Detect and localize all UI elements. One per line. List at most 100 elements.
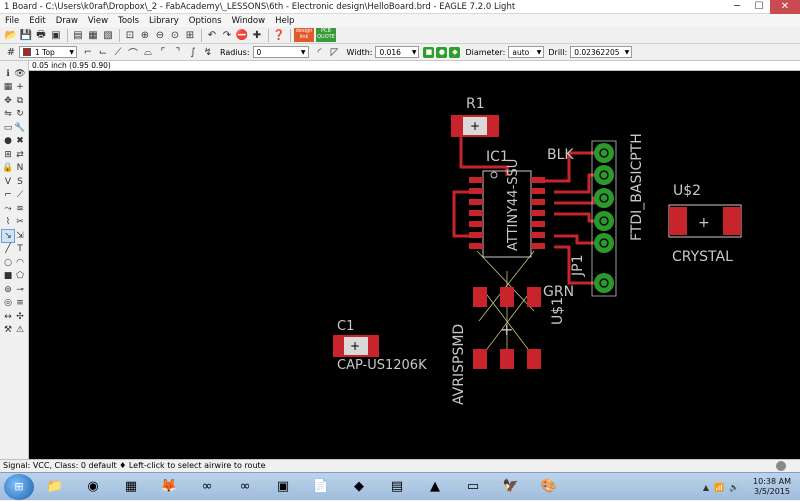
network-icon[interactable]: 📶 — [714, 482, 725, 492]
print-icon[interactable]: 🖶 — [36, 28, 46, 40]
meander-tool-icon[interactable]: ≋ — [16, 203, 24, 214]
miter-round-icon[interactable]: ◜ — [317, 46, 322, 58]
route-tool-icon[interactable]: ⌇ — [5, 217, 11, 228]
ripup-tool-icon[interactable]: ✂ — [16, 217, 24, 228]
drc-tool-icon[interactable]: ⚒ — [3, 325, 13, 336]
redo-icon[interactable]: ↷ — [222, 29, 232, 41]
bend-style-5-icon[interactable]: ⌜ — [160, 46, 166, 58]
mark-tool-icon[interactable]: + — [16, 82, 24, 93]
miter-tool-icon[interactable]: ⌐ — [4, 190, 12, 201]
volume-icon[interactable]: 🔊 — [729, 482, 739, 492]
menu-view[interactable]: View — [87, 15, 109, 26]
name-tool-icon[interactable]: N — [16, 163, 24, 174]
dimension-tool-icon[interactable]: ↔ — [4, 311, 12, 322]
avrisp-header[interactable] — [473, 287, 541, 369]
menu-file[interactable]: File — [5, 15, 20, 26]
stop-icon[interactable]: ⛔ — [235, 29, 249, 41]
bend-style-2-icon[interactable]: ⟋ — [114, 46, 122, 58]
bend-style-0-icon[interactable]: ⌐ — [83, 46, 93, 58]
display-tool-icon[interactable]: ▦ — [3, 82, 13, 93]
split-tool-icon[interactable]: ⟋ — [16, 190, 24, 201]
c1-component[interactable]: + — [333, 335, 379, 357]
copy-tool-icon[interactable]: ⧉ — [16, 95, 24, 106]
via-tool-icon[interactable]: ⊚ — [4, 284, 12, 295]
app-grid-icon[interactable]: ▦ — [124, 479, 138, 494]
route-airwire-tool-icon[interactable]: ↘ — [1, 228, 15, 243]
firefox-icon[interactable]: 🦊 — [160, 479, 178, 494]
help-icon[interactable]: ❓ — [272, 29, 286, 41]
stop-icon[interactable] — [776, 461, 786, 471]
bend-style-4-icon[interactable]: ⌓ — [144, 46, 152, 58]
bend-style-1-icon[interactable]: ⌙ — [98, 46, 108, 58]
menu-edit[interactable]: Edit — [29, 15, 46, 26]
zoom-in-icon[interactable]: ⊕ — [140, 29, 150, 41]
zoom-select-icon[interactable]: ⊞ — [185, 29, 195, 41]
open-icon[interactable]: 📂 — [4, 29, 18, 41]
polygon-tool-icon[interactable]: ⬠ — [16, 271, 24, 282]
go-icon[interactable]: ✚ — [252, 29, 262, 41]
bend-style-3-icon[interactable]: ⌒ — [128, 48, 138, 60]
layer-select[interactable]: 1 Top ▼ — [19, 46, 77, 58]
ic1-component[interactable] — [469, 170, 545, 258]
cam-icon[interactable]: ▣ — [51, 29, 61, 41]
via-octagon-button[interactable]: ◆ — [449, 46, 461, 58]
tray-expand-icon[interactable]: ▲ — [702, 482, 710, 492]
drill-select[interactable]: 0.02362205 ▼ — [570, 46, 633, 58]
arduino-icon[interactable]: ∞ — [201, 479, 213, 494]
width-select[interactable]: 0.016 ▼ — [375, 46, 420, 58]
bend-style-7-icon[interactable]: ∫ — [190, 46, 196, 58]
autoroute-tool-icon[interactable]: ⇲ — [16, 230, 24, 241]
board-canvas[interactable]: + R1 IC1 ATTINY44-SSU — [29, 71, 800, 459]
paint-icon[interactable]: 🎨 — [540, 479, 558, 494]
attribute-tool-icon[interactable]: ≡ — [16, 298, 24, 309]
cube-app-icon[interactable]: ◆ — [354, 479, 364, 494]
minimize-button[interactable]: ─ — [733, 0, 741, 12]
smash-tool-icon[interactable]: S — [17, 176, 23, 187]
signal-tool-icon[interactable]: ⊸ — [16, 284, 24, 295]
optimize-tool-icon[interactable]: ⤳ — [4, 203, 12, 214]
via-round-button[interactable]: ● — [436, 46, 448, 58]
clock[interactable]: 10:38 AM 3/5/2015 — [744, 477, 800, 497]
circle-tool-icon[interactable]: ○ — [4, 257, 12, 268]
pdf-icon[interactable]: 📄 — [312, 479, 330, 494]
grid-icon[interactable]: # — [6, 46, 16, 58]
maximize-button[interactable]: ☐ — [754, 0, 764, 12]
crystal-component[interactable]: + — [668, 204, 742, 238]
info-tool-icon[interactable]: ℹ — [6, 68, 10, 79]
script-icon[interactable]: ▧ — [103, 29, 113, 41]
paste-tool-icon[interactable]: ● — [4, 136, 12, 147]
delete-tool-icon[interactable]: ✖ — [16, 136, 24, 147]
zoom-fit-icon[interactable]: ⊡ — [125, 29, 135, 41]
change-tool-icon[interactable]: 🔧 — [14, 122, 26, 133]
ratsnest-tool-icon[interactable]: ✣ — [16, 311, 24, 322]
add-tool-icon[interactable]: ⊞ — [4, 149, 12, 160]
eagle-icon[interactable]: 🦅 — [502, 479, 520, 494]
archive-icon[interactable]: ▤ — [390, 479, 404, 494]
errors-tool-icon[interactable]: ⚠ — [15, 325, 25, 336]
vlc-icon[interactable]: ▲ — [430, 479, 440, 494]
ulp-icon[interactable]: ▦ — [88, 29, 98, 41]
schematic-icon[interactable]: ▤ — [73, 29, 83, 41]
save-icon[interactable]: 💾 — [19, 29, 33, 41]
arduino-2-icon[interactable]: ∞ — [239, 479, 251, 494]
via-square-button[interactable]: ■ — [423, 46, 435, 58]
diameter-select[interactable]: auto ▼ — [508, 46, 545, 58]
rect-tool-icon[interactable]: ■ — [3, 271, 13, 282]
rotate-tool-icon[interactable]: ↻ — [16, 109, 24, 120]
menu-tools[interactable]: Tools — [118, 15, 140, 26]
close-button[interactable]: ✕ — [770, 0, 800, 14]
arc-tool-icon[interactable]: ◠ — [16, 257, 24, 268]
miter-straight-icon[interactable]: ◸ — [330, 46, 339, 58]
undo-icon[interactable]: ↶ — [207, 29, 217, 41]
show-tool-icon[interactable]: 👁 — [14, 68, 26, 79]
hole-tool-icon[interactable]: ◎ — [4, 298, 12, 309]
start-button[interactable]: ⊞ — [4, 473, 34, 500]
replace-tool-icon[interactable]: ⇄ — [16, 149, 24, 160]
explorer-icon[interactable]: 📁 — [46, 479, 64, 494]
terminal-icon[interactable]: ▣ — [276, 479, 290, 494]
menu-library[interactable]: Library — [149, 15, 179, 26]
menu-options[interactable]: Options — [188, 15, 222, 26]
window-icon[interactable]: ▭ — [466, 479, 480, 494]
